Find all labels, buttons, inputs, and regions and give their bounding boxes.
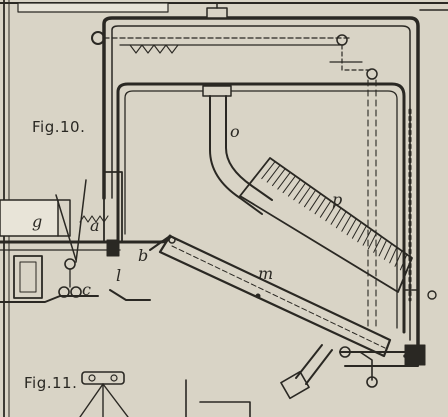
label-c: c	[82, 280, 91, 299]
dashed-rod	[367, 79, 377, 331]
fig10-label: Fig.10.	[32, 118, 86, 136]
fig11-label: Fig.11.	[24, 374, 78, 392]
top-plate	[0, 2, 448, 13]
label-g: g	[32, 212, 43, 231]
outer-casing	[102, 16, 420, 358]
fig11-fragment	[79, 371, 251, 417]
inner-shell	[116, 82, 406, 334]
side-bolt	[403, 289, 437, 300]
label-l: l	[116, 266, 122, 285]
lever-a	[55, 171, 123, 263]
lower-linkage	[280, 344, 378, 400]
pivot-c	[58, 258, 82, 298]
label-m: m	[258, 264, 274, 283]
grate	[239, 157, 413, 293]
feed-pipe	[202, 85, 273, 215]
label-o: o	[230, 122, 240, 141]
hinge-b	[149, 235, 179, 251]
upper-lever	[91, 31, 378, 80]
bracket-g	[0, 199, 71, 299]
inclined-chute	[158, 234, 392, 358]
label-b: b	[138, 246, 149, 265]
label-p: p	[332, 190, 343, 209]
label-a: a	[90, 216, 100, 235]
top-fitting	[206, 2, 228, 19]
